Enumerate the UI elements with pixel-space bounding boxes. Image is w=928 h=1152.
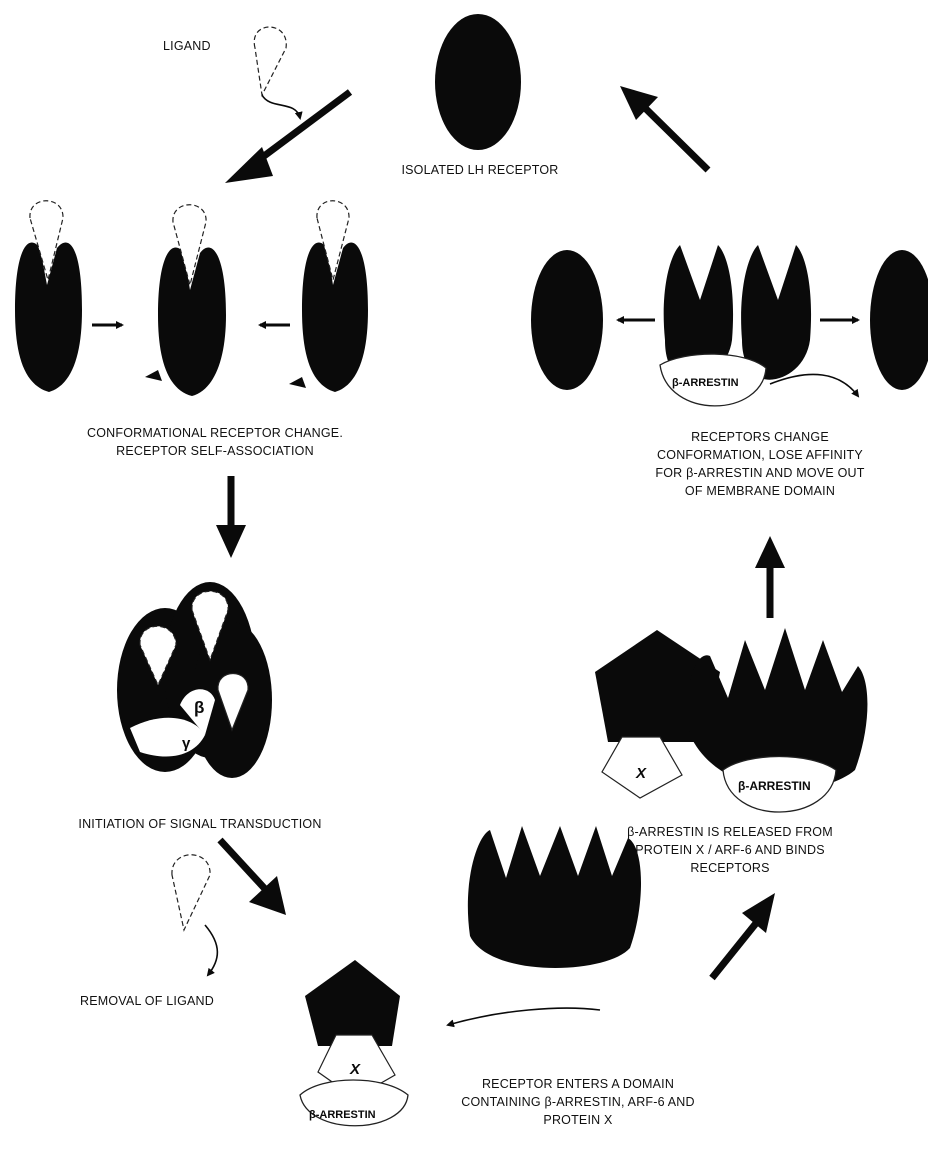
change-line-2: CONFORMATION, LOSE AFFINITY (600, 446, 920, 464)
beta-arrestin-bottom-label: β-ARRESTIN (309, 1109, 376, 1121)
released-label: β-ARRESTIN IS RELEASED FROM PROTEIN X / … (570, 823, 890, 877)
conformational-line-2: RECEPTOR SELF-ASSOCIATION (15, 442, 415, 460)
protein-x-bottom-label: X (349, 1061, 361, 1078)
conformational-change-label: CONFORMATIONAL RECEPTOR CHANGE. RECEPTOR… (15, 424, 415, 460)
released-line-1: β-ARRESTIN IS RELEASED FROM (570, 823, 890, 841)
change-line-3: FOR β-ARRESTIN AND MOVE OUT (600, 464, 920, 482)
receptor-with-ligand-1 (15, 201, 82, 392)
ligand-removed-icon (172, 855, 210, 930)
curved-arrow-top-right (770, 374, 858, 396)
enters-domain-label: RECEPTOR ENTERS A DOMAIN CONTAINING β-AR… (408, 1075, 748, 1129)
ligand-top-label: LIGAND (163, 37, 211, 55)
big-arrow-down (216, 476, 246, 558)
receptor-with-ligand-2 (145, 205, 226, 396)
protein-pentagon-bottom (305, 960, 400, 1046)
curved-arrow-ligand-top (262, 95, 300, 118)
g-gamma-label: γ (182, 735, 191, 752)
beta-arrestin-top-label: β-ARRESTIN (672, 377, 739, 389)
removal-label: REMOVAL OF LIGAND (80, 992, 214, 1010)
big-arrow-up-right (712, 893, 775, 978)
big-arrow-down-left (225, 92, 350, 183)
receptor-released-left (531, 250, 603, 390)
signal-transduction-cluster (117, 582, 272, 778)
big-arrow-down-right (220, 840, 286, 915)
big-arrow-up-left (620, 86, 708, 170)
receptors-change-label: RECEPTORS CHANGE CONFORMATION, LOSE AFFI… (600, 428, 920, 501)
isolated-receptor-icon (435, 14, 521, 150)
enters-line-2: CONTAINING β-ARRESTIN, ARF-6 AND (408, 1093, 748, 1111)
conformational-line-1: CONFORMATIONAL RECEPTOR CHANGE. (15, 424, 415, 442)
protein-x-right-label: X (635, 765, 647, 782)
signal-transduction-label: INITIATION OF SIGNAL TRANSDUCTION (20, 815, 380, 833)
big-arrow-up (755, 536, 785, 618)
receptor-with-ligand-3 (289, 201, 368, 392)
beta-arrestin-right-label: β-ARRESTIN (738, 779, 811, 793)
change-line-4: OF MEMBRANE DOMAIN (600, 482, 920, 500)
enters-line-3: PROTEIN X (408, 1111, 748, 1129)
curved-arrow-bottom (448, 1008, 600, 1025)
released-line-3: RECEPTORS (570, 859, 890, 877)
ligand-top-icon (254, 27, 286, 95)
enters-line-1: RECEPTOR ENTERS A DOMAIN (408, 1075, 748, 1093)
receptor-released-right (870, 250, 928, 390)
g-beta-label: β (194, 698, 204, 717)
released-line-2: PROTEIN X / ARF-6 AND BINDS (570, 841, 890, 859)
curved-arrow-ligand-removal (205, 925, 217, 975)
isolated-receptor-label: ISOLATED LH RECEPTOR (360, 161, 600, 179)
change-line-1: RECEPTORS CHANGE (600, 428, 920, 446)
